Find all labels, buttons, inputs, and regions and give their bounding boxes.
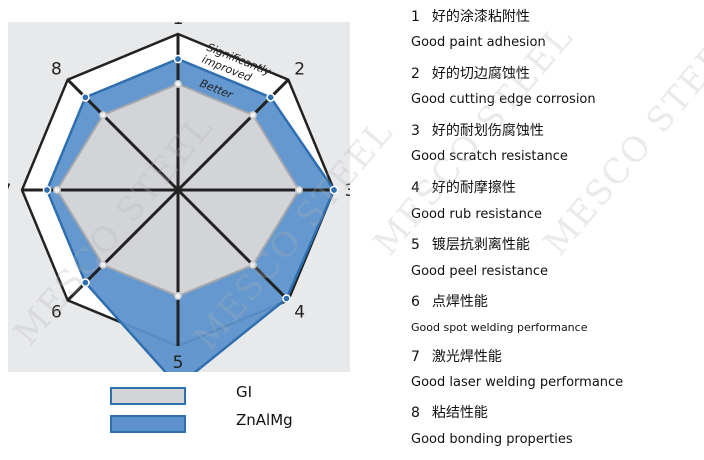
feature-2-en: Good cutting edge corrosion xyxy=(411,92,596,107)
feature-5-number: 5 xyxy=(411,237,420,253)
point-gi-6 xyxy=(99,261,107,269)
feature-3-number: 3 xyxy=(411,123,420,139)
feature-7-number: 7 xyxy=(411,349,420,365)
feature-7-en: Good laser welding performance xyxy=(411,375,624,390)
feature-5-en: Good peel resistance xyxy=(411,264,549,279)
legend-label-znalmg: ZnAlMg xyxy=(236,411,293,429)
point-gi-2 xyxy=(249,111,257,119)
feature-3-cn-text: 好的耐划伤腐蚀性 xyxy=(431,123,544,139)
spoke-4 xyxy=(176,188,290,302)
point-znalmg-3 xyxy=(329,185,339,195)
feature-1-en: Good paint adhesion xyxy=(411,35,546,50)
feature-4-en: Good rub resistance xyxy=(411,207,542,222)
axis-label-2: 2 xyxy=(294,59,305,79)
axis-label-7: 7 xyxy=(8,181,11,201)
legend-label-gi: GI xyxy=(236,383,253,401)
feature-3-cn: 3 好的耐划伤腐蚀性 xyxy=(411,120,544,140)
axis-label-4: 4 xyxy=(294,303,305,323)
point-gi-4 xyxy=(249,261,257,269)
feature-6-cn: 6 点焊性能 xyxy=(411,291,488,311)
feature-1-number: 1 xyxy=(411,9,420,25)
radar-chart: 12345678BetterSignificantlyimproved xyxy=(8,22,350,372)
watermark-4: MESCO STEEL xyxy=(536,16,704,264)
axis-label-8: 8 xyxy=(51,59,62,79)
axis-label-3: 3 xyxy=(345,181,350,201)
point-gi-1 xyxy=(174,80,182,88)
feature-4-cn: 4 好的耐摩擦性 xyxy=(411,177,516,197)
feature-3-en: Good scratch resistance xyxy=(411,149,568,164)
feature-2-number: 2 xyxy=(411,66,420,82)
watermark-3: MESCO STEEL xyxy=(366,16,582,264)
point-znalmg-8 xyxy=(81,93,90,102)
feature-8-cn-text: 粘结性能 xyxy=(431,405,488,421)
feature-6-en: Good spot welding performance xyxy=(411,321,588,334)
legend-swatch-znalmg xyxy=(110,415,186,433)
feature-1-cn-text: 好的涂漆粘附性 xyxy=(431,9,530,25)
radar-chart-panel: 12345678BetterSignificantlyimproved xyxy=(8,22,350,372)
feature-2-cn-text: 好的切边腐蚀性 xyxy=(431,66,530,82)
point-znalmg-1 xyxy=(173,54,183,64)
feature-5-cn: 5 镀层抗剥离性能 xyxy=(411,234,530,254)
point-gi-3 xyxy=(295,186,303,194)
feature-7-cn: 7 激光焊性能 xyxy=(411,346,502,366)
feature-6-cn-text: 点焊性能 xyxy=(431,294,488,310)
point-znalmg-2 xyxy=(266,93,275,102)
point-gi-7 xyxy=(53,186,61,194)
point-gi-5 xyxy=(174,292,182,300)
feature-2-cn: 2 好的切边腐蚀性 xyxy=(411,63,530,83)
axis-label-6: 6 xyxy=(51,303,62,323)
point-znalmg-4 xyxy=(282,294,291,303)
point-gi-8 xyxy=(99,111,107,119)
feature-4-number: 4 xyxy=(411,180,420,196)
feature-7-cn-text: 激光焊性能 xyxy=(431,349,502,365)
feature-8-cn: 8 粘结性能 xyxy=(411,402,488,422)
feature-4-cn-text: 好的耐摩擦性 xyxy=(431,180,516,196)
axis-label-1: 1 xyxy=(173,22,184,29)
feature-8-en: Good bonding properties xyxy=(411,432,573,447)
point-znalmg-7 xyxy=(42,185,52,195)
legend-swatch-gi xyxy=(110,387,186,405)
point-znalmg-6 xyxy=(81,278,90,287)
feature-6-number: 6 xyxy=(411,294,420,310)
feature-8-number: 8 xyxy=(411,405,420,421)
feature-1-cn: 1 好的涂漆粘附性 xyxy=(411,6,530,26)
feature-5-cn-text: 镀层抗剥离性能 xyxy=(431,237,530,253)
axis-label-5: 5 xyxy=(173,353,184,372)
